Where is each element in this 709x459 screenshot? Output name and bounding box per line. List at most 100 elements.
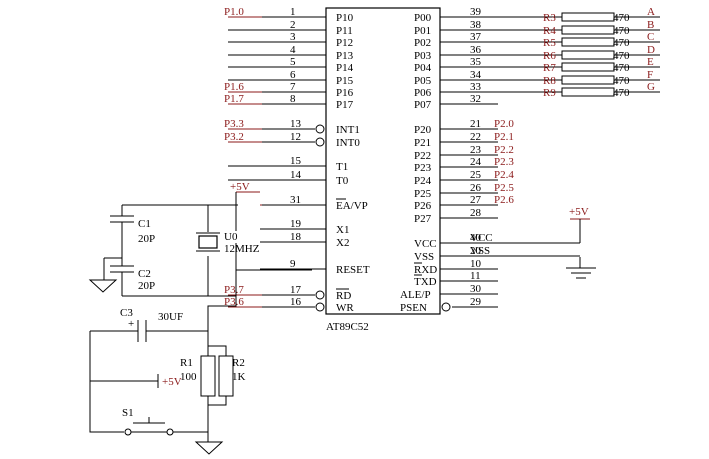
resistor-value: 470: [613, 87, 630, 99]
ea-supply-label: +5V: [230, 181, 250, 193]
r2-value: 1K: [232, 371, 246, 383]
pin-name: P17: [336, 99, 354, 111]
pin-number: 25: [470, 169, 482, 181]
segment-label: D: [647, 44, 655, 56]
pin-name: P13: [336, 50, 354, 62]
pin-number: 27: [470, 194, 482, 206]
segment-label: C: [647, 31, 654, 43]
pin-name: P03: [414, 50, 432, 62]
pin-name: P11: [336, 25, 353, 37]
resistor-r2: [218, 355, 234, 397]
segment-label: F: [647, 69, 653, 81]
net-label: P3.3: [224, 118, 244, 130]
net-label: P2.4: [494, 169, 514, 181]
pin-name: T1: [336, 161, 348, 173]
net-label: P2.1: [494, 131, 514, 143]
segment-label: G: [647, 81, 655, 93]
net-label: P2.0: [494, 118, 514, 130]
resistor-ref: R3: [543, 12, 556, 24]
ea-supply: +5V: [230, 181, 260, 206]
pin-name: P27: [414, 213, 432, 225]
pin-name: P06: [414, 87, 432, 99]
pin-number: 2: [290, 19, 296, 31]
pin-number: 34: [470, 69, 482, 81]
chip-name: AT89C52: [326, 321, 369, 333]
supply-net-label: VCC: [470, 232, 493, 244]
pin-number: 12: [290, 131, 301, 143]
pin-number: 26: [470, 182, 482, 194]
pin-number: 31: [290, 194, 301, 206]
net-label: P2.2: [494, 144, 514, 156]
pin-number: 38: [470, 19, 482, 31]
pin-name: TXD: [414, 276, 437, 288]
resistor-value: 470: [613, 25, 630, 37]
pin-name: X1: [336, 224, 349, 236]
pin-name: RESET: [336, 264, 370, 276]
pin-number: 28: [470, 207, 482, 219]
pin-name: P05: [414, 75, 432, 87]
net-label: P3.7: [224, 284, 244, 296]
net-label: P3.6: [224, 296, 244, 308]
pin-number: 32: [470, 93, 481, 105]
c1-label: C1: [138, 218, 151, 230]
c2-value: 20P: [138, 280, 155, 292]
c3-label: C3: [120, 307, 133, 319]
resistor-ref: R7: [543, 62, 556, 74]
pin-number: 4: [290, 44, 296, 56]
pin-name: INT1: [336, 124, 360, 136]
c3-plus: +: [128, 318, 134, 330]
pin-name: VCC: [414, 238, 437, 250]
pin-name: ALE/P: [400, 289, 431, 301]
pin-name: EA/VP: [336, 200, 368, 212]
pin-name: P21: [414, 137, 431, 149]
pin-name: P00: [414, 12, 432, 24]
ground-symbol-reset: [194, 441, 224, 455]
pin-number: 8: [290, 93, 296, 105]
pin-name: P02: [414, 37, 431, 49]
c3-value: 30UF: [158, 311, 183, 323]
pin-name: P24: [414, 175, 432, 187]
pin-number: 19: [290, 218, 302, 230]
pin-name: P12: [336, 37, 353, 49]
vcc-vss-supply: +5V: [566, 206, 596, 279]
pin-name: T0: [336, 175, 349, 187]
pin-number: 24: [470, 156, 482, 168]
net-label: P2.3: [494, 156, 514, 168]
ground-symbol-vss: [566, 267, 596, 279]
c1-value: 20P: [138, 233, 155, 245]
net-label: P1.6: [224, 81, 244, 93]
pin-number: 35: [470, 56, 482, 68]
